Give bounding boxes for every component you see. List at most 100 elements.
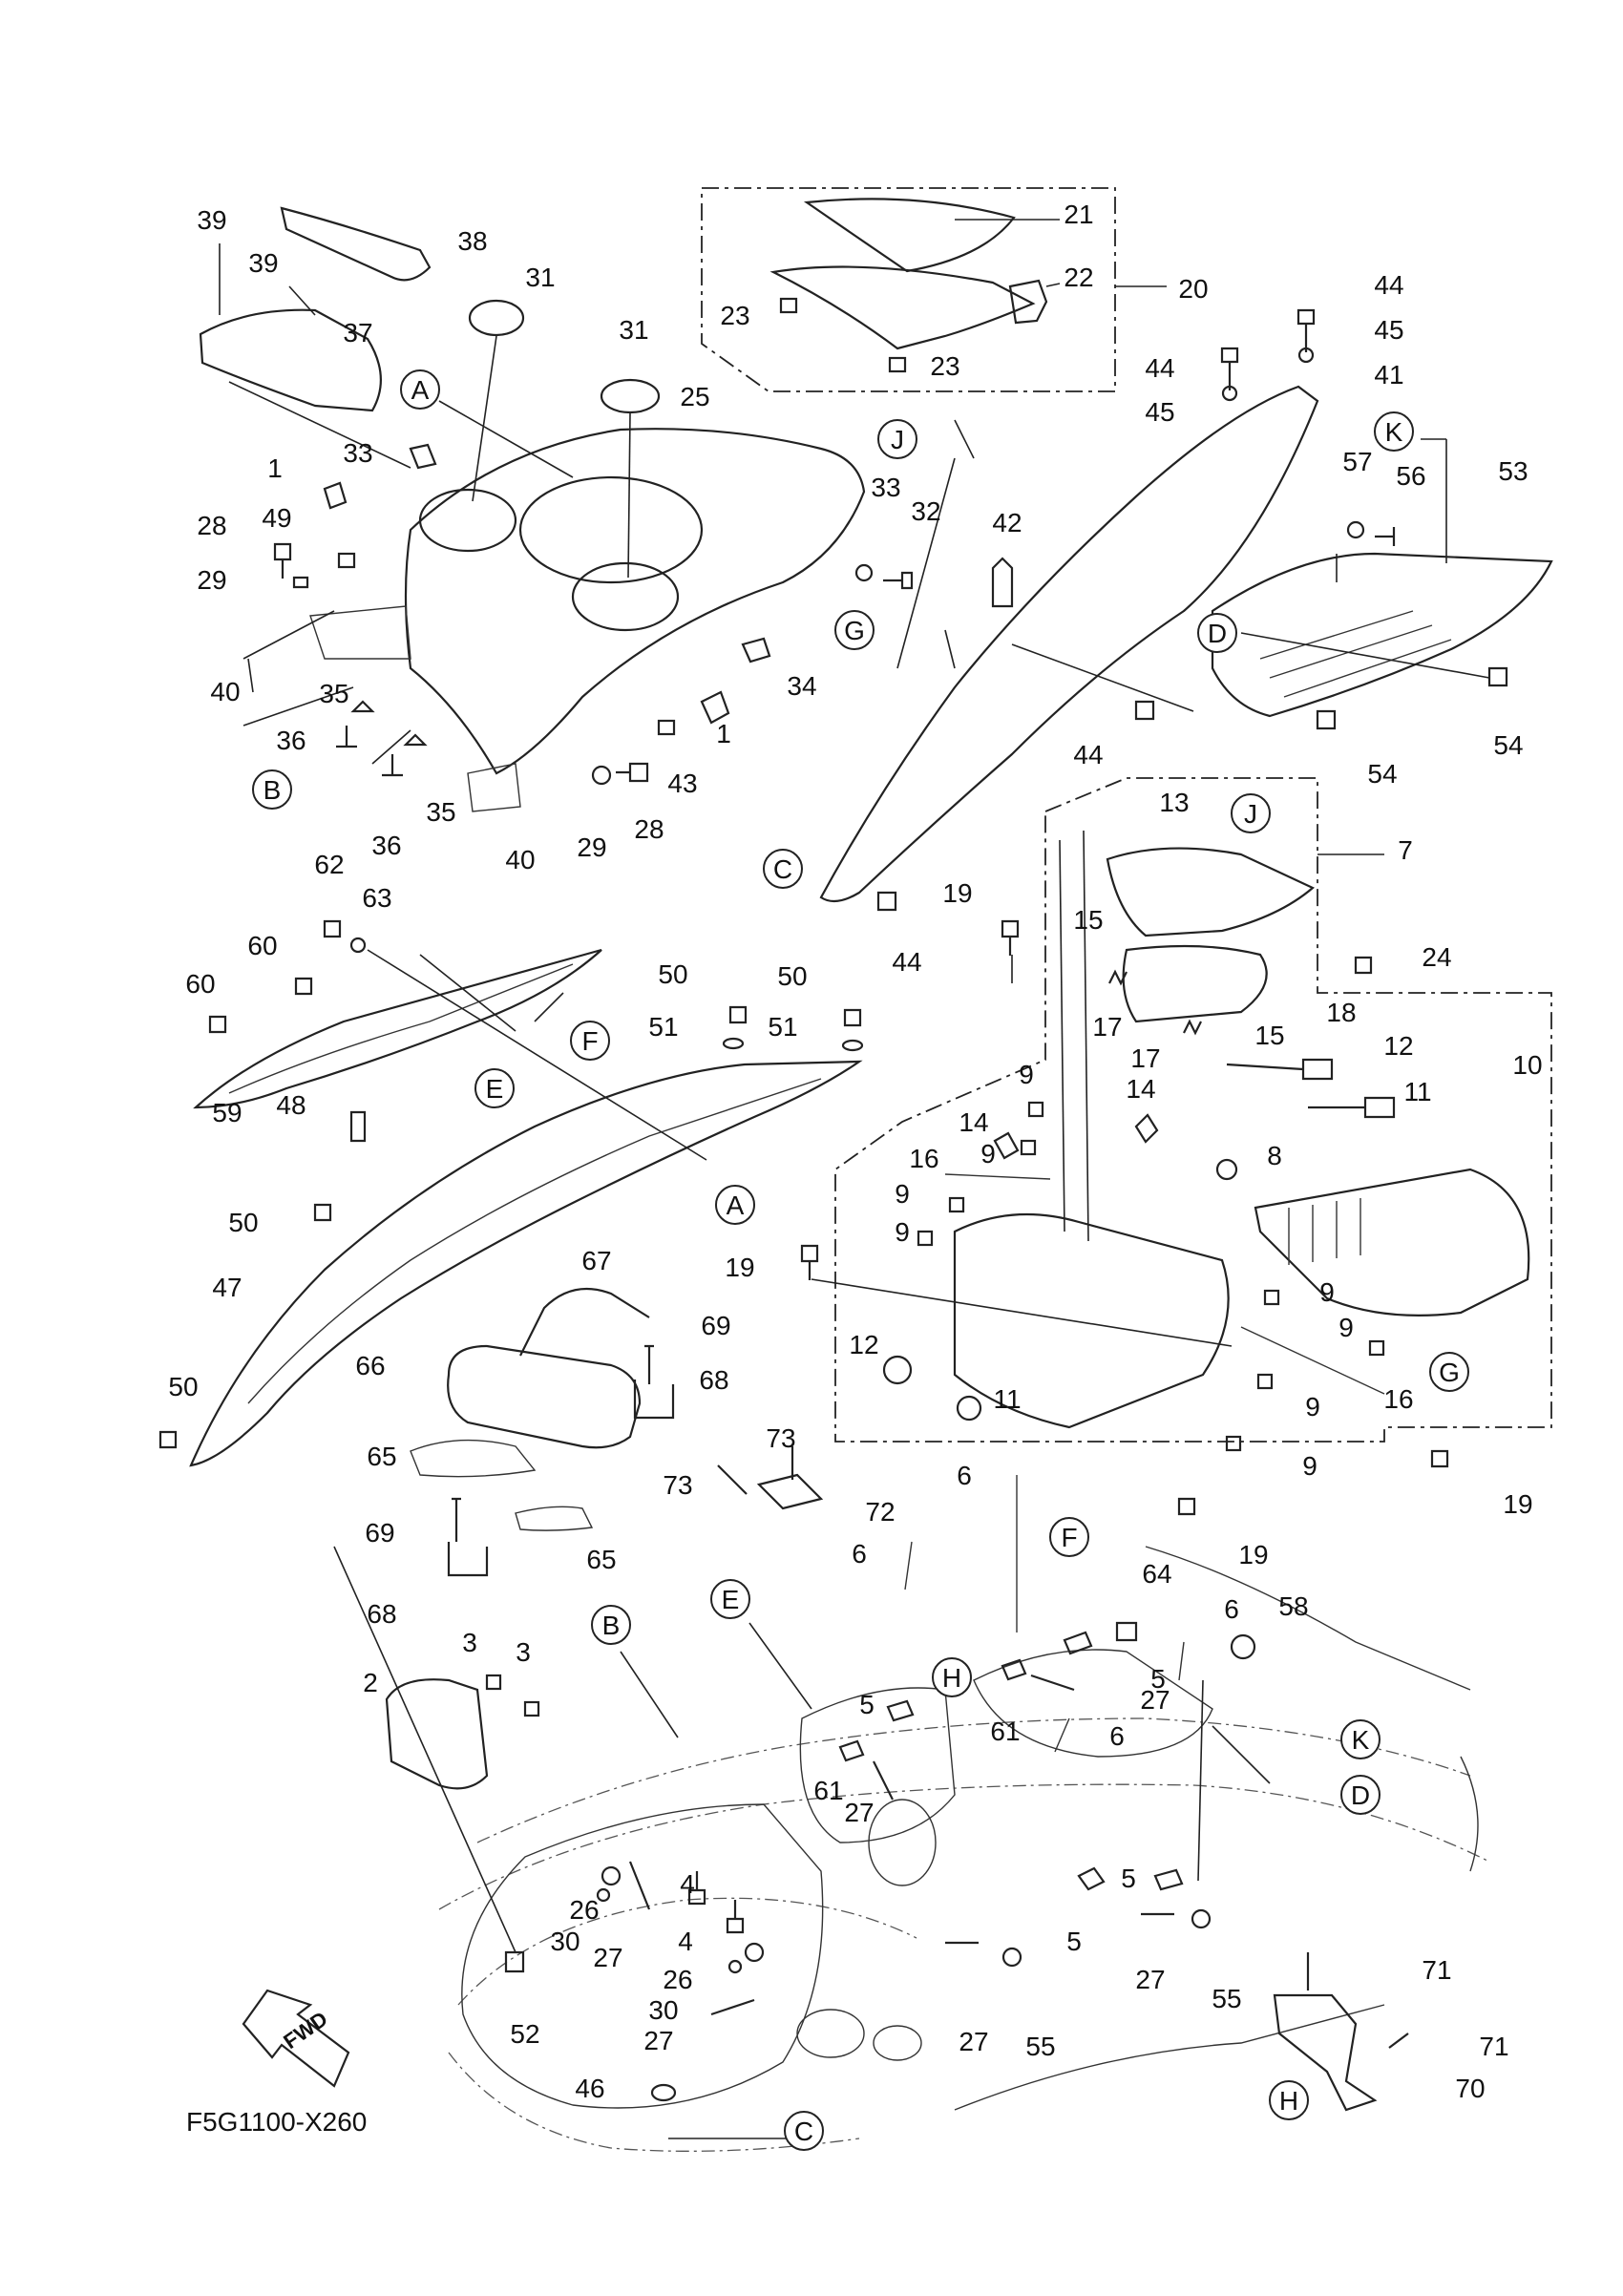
reference-callout: D: [1197, 613, 1237, 653]
upper-deck-assembly: [199, 206, 914, 812]
reference-callout: C: [784, 2111, 824, 2151]
part-12-grommet: [882, 1355, 913, 1385]
part-label: 51: [768, 1012, 797, 1042]
callout-letter: B: [602, 1611, 621, 1640]
reference-callout: A: [715, 1185, 755, 1225]
part-label: 45: [1374, 315, 1403, 345]
part-label: 58: [1278, 1591, 1308, 1621]
part-9-nut-8: [1225, 1435, 1242, 1452]
part-2-box: [385, 1678, 489, 1790]
part-40-gasket-2: [467, 763, 521, 812]
callout-circle: [1269, 2080, 1309, 2120]
part-5-clip-4: [1077, 1866, 1106, 1891]
part-label: 41: [1374, 360, 1403, 390]
part-54-screw: [1487, 666, 1508, 687]
callout-letter: B: [263, 775, 282, 805]
part-44-bolt-3: [1134, 700, 1155, 721]
part-label: 19: [1503, 1489, 1532, 1519]
lower-fasteners: [333, 1475, 1409, 2139]
part-label: 21: [1064, 200, 1093, 229]
part-label: 12: [1383, 1031, 1413, 1061]
part-label: 43: [667, 769, 697, 798]
part-label: 19: [725, 1253, 754, 1282]
reference-callout: F: [1049, 1517, 1089, 1557]
part-24-bolt: [1354, 956, 1373, 975]
part-label: 60: [185, 969, 215, 999]
part-label: 51: [648, 1012, 678, 1042]
part-label: 9: [1338, 1313, 1354, 1342]
callout-circle: [1340, 1775, 1381, 1815]
callout-letter: K: [1385, 417, 1403, 447]
part-label: 56: [1396, 461, 1425, 491]
side-rail-assembly: [158, 919, 864, 1467]
part-8-knob: [1215, 1158, 1238, 1181]
reference-callout: E: [474, 1068, 515, 1108]
part-label: 19: [1238, 1540, 1268, 1569]
part-30-washer-2: [727, 1959, 743, 1974]
part-31-cap-socket: [418, 488, 517, 553]
part-label: 24: [1422, 942, 1451, 972]
callout-letter: F: [1061, 1523, 1077, 1552]
hood-center-recess: [518, 475, 704, 584]
callout-letter: H: [1279, 2086, 1298, 2116]
part-label: 20: [1178, 274, 1208, 304]
part-12-cable: [1226, 1058, 1334, 1081]
part-31-cap: [468, 299, 525, 337]
callout-letter: D: [1351, 1780, 1370, 1810]
part-label: 9: [895, 1217, 910, 1247]
part-9-nut-3: [948, 1196, 965, 1213]
callout-letter: G: [1439, 1358, 1460, 1387]
part-44-bolt: [1296, 308, 1316, 352]
glovebox-body: [953, 1212, 1230, 1429]
part-43-nut: [657, 719, 676, 736]
part-label: 9: [1302, 1451, 1317, 1481]
part-label: 27: [844, 1798, 874, 1827]
part-46-cap: [650, 2083, 677, 2102]
part-61-clip: [1001, 1658, 1027, 1681]
side-panel-assembly: [819, 308, 1553, 912]
part-50-screw-3: [313, 1203, 332, 1222]
part-label: 47: [212, 1273, 242, 1302]
group-7-box: [800, 777, 1552, 1516]
part-label: 26: [569, 1895, 599, 1925]
callout-circle: [570, 1021, 610, 1061]
part-59-rail: [193, 948, 602, 1109]
part-label: 11: [1403, 1077, 1431, 1106]
part-label: 16: [1383, 1384, 1413, 1414]
part-3-nut-2: [523, 1700, 540, 1717]
part-9-nut-6: [1368, 1339, 1385, 1357]
reference-callout: J: [877, 419, 917, 459]
callout-circle: [252, 769, 292, 810]
part-label: 62: [314, 850, 344, 879]
part-49-nut: [337, 552, 356, 569]
part-69-bolt: [644, 1344, 654, 1384]
part-label: 4: [680, 1869, 695, 1899]
part-6-rivet-4: [1054, 1717, 1070, 1753]
part-label: 12: [849, 1330, 878, 1359]
part-label: 42: [992, 508, 1022, 537]
part-40-gasket: [309, 605, 411, 660]
part-label: 27: [593, 1943, 622, 1972]
part-58-grommet: [1230, 1633, 1256, 1660]
part-label: 6: [957, 1461, 972, 1490]
part-label: 19: [942, 878, 972, 908]
part-label: 61: [990, 1717, 1020, 1746]
callout-letter: D: [1208, 619, 1227, 648]
part-label: 22: [1064, 263, 1093, 292]
callout-letter: H: [942, 1663, 961, 1693]
part-label: 11: [993, 1384, 1021, 1414]
part-label: 7: [1398, 835, 1413, 865]
part-label: 52: [510, 2019, 539, 2049]
part-label: 16: [909, 1144, 938, 1173]
part-23-nut: [779, 297, 798, 314]
callout-letter: F: [581, 1026, 598, 1056]
part-label: 72: [865, 1497, 895, 1527]
part-label: 31: [619, 315, 648, 345]
part-62-bolt: [323, 919, 342, 938]
callout-circle: [400, 369, 440, 410]
part-44-bolt-4: [876, 891, 897, 912]
callout-letter: A: [411, 375, 430, 405]
part-67-strap: [519, 1287, 650, 1357]
part-5-clip-2: [1063, 1631, 1093, 1655]
part-label: 46: [575, 2074, 604, 2103]
